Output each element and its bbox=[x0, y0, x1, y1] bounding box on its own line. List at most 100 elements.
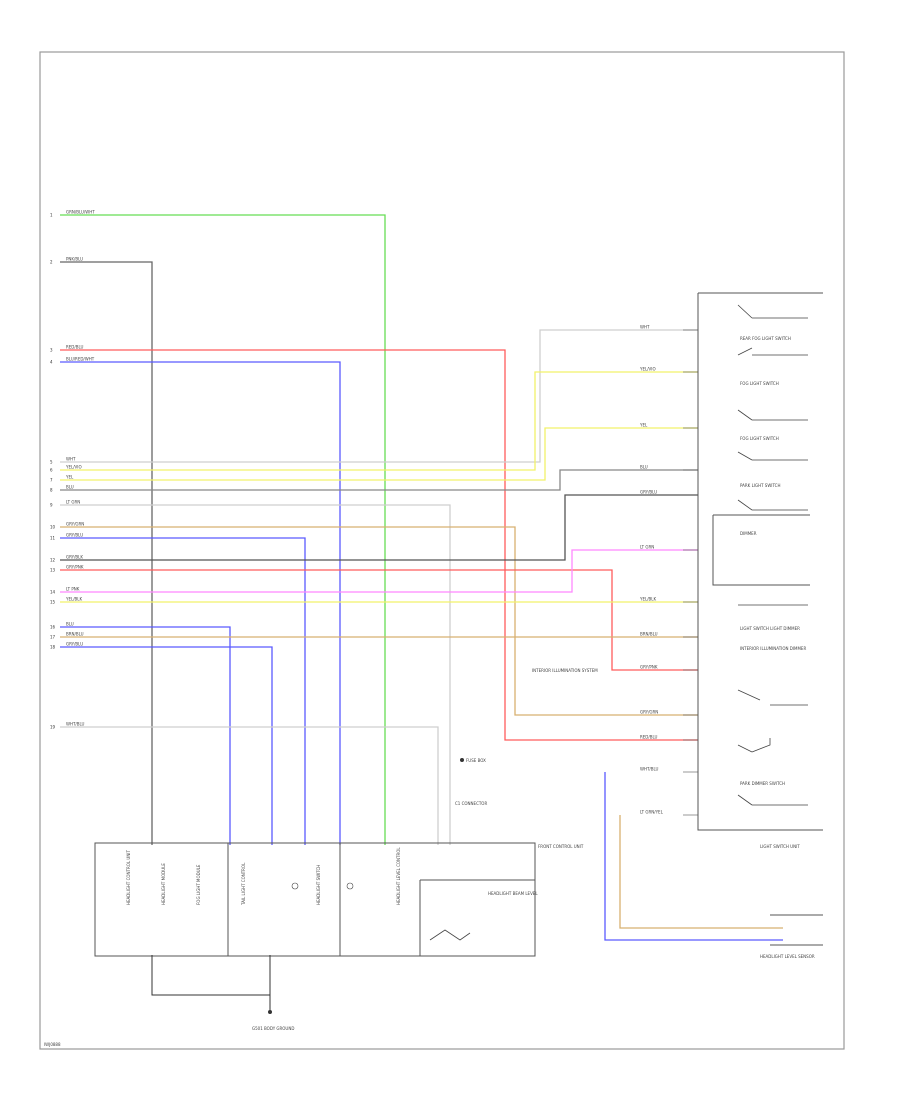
left-pin-number: 16 bbox=[50, 625, 56, 630]
switch-unit-label: REAR FOG LIGHT SWITCH bbox=[740, 336, 791, 341]
wire-red-blu bbox=[60, 349, 698, 741]
diagram-id: IWJ0888 bbox=[44, 1042, 61, 1047]
wire-blu-red-wht bbox=[60, 361, 341, 845]
switch-symbols bbox=[737, 304, 808, 806]
right-wire-label: RED/BLU bbox=[640, 735, 658, 740]
left-wire-label: GRY/PNK bbox=[66, 565, 84, 570]
right-wire-label: LT GRN bbox=[640, 545, 654, 550]
bottom-unit-section-label: HEADLIGHT SWITCH bbox=[316, 865, 321, 905]
left-wire-label: PNK/BLU bbox=[66, 257, 83, 262]
bottom-unit-section-label: HEADLIGHT CONTROL UNIT bbox=[126, 850, 131, 905]
bottom-unit-section-label: HEADLIGHT LEVEL CONTROL bbox=[396, 847, 401, 905]
wire-lt-grn bbox=[60, 504, 451, 845]
bottom-unit-section-label: HEADLIGHT MODULE bbox=[161, 863, 166, 905]
switch-unit-label: FOG LIGHT SWITCH bbox=[740, 436, 779, 441]
front-control-unit-dividers bbox=[227, 843, 535, 956]
left-pin-number: 9 bbox=[50, 503, 53, 508]
left-pin-number: 10 bbox=[50, 525, 56, 530]
wire-lt-pnk bbox=[60, 549, 698, 593]
left-pin-number: 6 bbox=[50, 468, 53, 473]
fuse-label: FUSE BOX bbox=[466, 758, 486, 763]
level-sensor-box bbox=[770, 914, 823, 946]
switch-unit-label: PARK DIMMER SWITCH bbox=[740, 781, 785, 786]
left-pin-number: 1 bbox=[50, 213, 53, 218]
left-wire-label: GRY/BLU bbox=[66, 642, 83, 647]
right-wire-label: GRY/BLU bbox=[640, 490, 657, 495]
switch-unit-label: PARK LIGHT SWITCH bbox=[740, 483, 780, 488]
left-pin-number: 7 bbox=[50, 478, 53, 483]
switch-unit-label: DIMMER bbox=[740, 531, 757, 536]
right-wire-label: YEL/BLK bbox=[639, 597, 657, 602]
ground-label: G501 BODY GROUND bbox=[252, 1026, 294, 1031]
left-wire-label: BLU bbox=[66, 622, 74, 627]
wire-blu bbox=[60, 626, 231, 845]
left-pin-number: 15 bbox=[50, 600, 56, 605]
left-wire-label: BLU bbox=[66, 485, 74, 490]
switch-labels: REAR FOG LIGHT SWITCH FOG LIGHT SWITCH FOG… bbox=[740, 336, 806, 786]
left-wire-label: YEL/VIO bbox=[65, 465, 82, 470]
wire-sensor-blue bbox=[604, 772, 783, 941]
wire-yel-vio bbox=[60, 371, 698, 471]
lamp-symbol-1 bbox=[291, 882, 299, 890]
front-control-unit-box bbox=[94, 842, 536, 957]
left-wire-label: GRN/BLU/WHT bbox=[66, 210, 95, 215]
right-wire-label: WHT/BLU bbox=[640, 767, 659, 772]
right-wire-label: BLU bbox=[640, 465, 648, 470]
switch-unit-label: LIGHT SWITCH LIGHT DIMMER bbox=[740, 626, 800, 631]
level-sensor-label: HEADLIGHT LEVEL SENSOR bbox=[760, 954, 815, 959]
wire-sensor-tan bbox=[619, 815, 783, 929]
light-switch-unit-box bbox=[697, 292, 823, 831]
wire-grn-blu-wht bbox=[60, 214, 386, 845]
fuse-marker bbox=[460, 758, 464, 762]
left-pin-number: 4 bbox=[50, 360, 53, 365]
left-pin-number: 14 bbox=[50, 590, 56, 595]
connector-label: C1 CONNECTOR bbox=[455, 801, 487, 806]
right-wire-label: YEL bbox=[639, 423, 648, 428]
left-pin-number: 19 bbox=[50, 725, 56, 730]
right-wire-label: YEL/VIO bbox=[639, 367, 656, 372]
wire-gry-blu bbox=[60, 537, 306, 845]
wire-gry-pnk bbox=[60, 569, 698, 671]
left-pin-number: 5 bbox=[50, 460, 53, 465]
right-wire-label: GRY/PNK bbox=[640, 665, 658, 670]
bottom-unit-section-labels: HEADLIGHT CONTROL UNIT HEADLIGHT MODULE FO… bbox=[126, 801, 538, 906]
left-wire-label: LT GRN bbox=[66, 500, 80, 505]
left-wire-label: GRY/BLU bbox=[66, 533, 83, 538]
wires-layer: 1GRN/BLU/WHT2PNK/BLU3RED/BLU4BLU/RED/WHT… bbox=[50, 210, 783, 941]
right-wire-label: WHT bbox=[640, 325, 650, 330]
switch-unit-label: INTERIOR ILLUMINATION DIMMER bbox=[740, 646, 806, 651]
aux-system-label: INTERIOR ILLUMINATION SYSTEM bbox=[532, 668, 598, 673]
wire-gry-grn bbox=[60, 526, 698, 716]
wire-yel bbox=[60, 427, 698, 481]
right-wire-label: GRY/GRN bbox=[640, 710, 658, 715]
light-switch-unit-label: LIGHT SWITCH UNIT bbox=[760, 844, 800, 849]
control-unit-symbol bbox=[429, 929, 471, 941]
front-control-unit-label: FRONT CONTROL UNIT bbox=[538, 844, 584, 849]
switch-unit-label: FOG LIGHT SWITCH bbox=[740, 381, 779, 386]
dimmer-box bbox=[712, 514, 810, 586]
left-pin-number: 11 bbox=[50, 536, 56, 541]
wire-gry-blk bbox=[60, 494, 698, 561]
left-pin-number: 17 bbox=[50, 635, 56, 640]
left-wire-label: GRY/BLK bbox=[66, 555, 83, 560]
left-pin-number: 8 bbox=[50, 488, 53, 493]
right-wire-label: LT GRN/YEL bbox=[640, 810, 664, 815]
wire-wht-blu bbox=[60, 726, 439, 845]
left-pin-number: 13 bbox=[50, 568, 56, 573]
bottom-unit-section-label: TAIL LIGHT CONTROL bbox=[241, 862, 246, 906]
left-wire-label: BLU/RED/WHT bbox=[66, 357, 95, 362]
left-wire-label: YEL bbox=[65, 475, 74, 480]
wire-blu bbox=[60, 469, 698, 491]
bottom-unit-section-label: FOG LIGHT MODULE bbox=[196, 864, 201, 905]
wire-pnk-blu bbox=[60, 261, 153, 845]
left-pin-number: 12 bbox=[50, 558, 56, 563]
left-wire-label: LT PNK bbox=[66, 587, 80, 592]
left-pin-number: 2 bbox=[50, 260, 53, 265]
left-wire-label: WHT bbox=[66, 457, 76, 462]
left-wire-label: YEL/BLK bbox=[65, 597, 83, 602]
left-wire-label: GRY/GRN bbox=[66, 522, 84, 527]
left-wire-label: BRN/BLU bbox=[66, 632, 84, 637]
lamp-symbol-2 bbox=[346, 882, 354, 890]
ground-symbol bbox=[151, 955, 272, 1014]
